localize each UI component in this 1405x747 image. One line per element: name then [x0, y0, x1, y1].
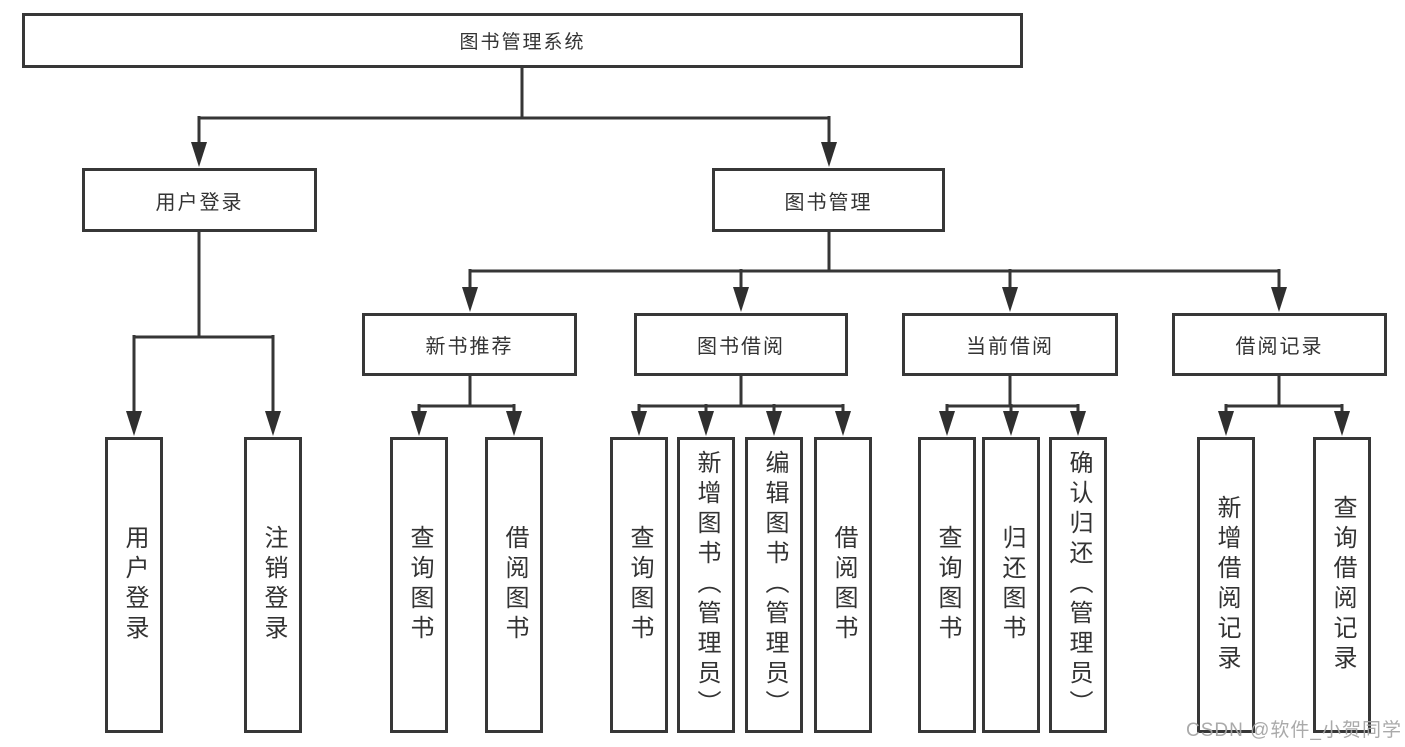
leaf-return-books: 归还图书	[982, 437, 1040, 733]
leaf-label: 借阅图书	[501, 525, 528, 645]
leaf-confirm-return-admin: 确认归还（管理员）	[1049, 437, 1107, 733]
leaf-borrow-books: 借阅图书	[814, 437, 872, 733]
leaf-user-login: 用户登录	[105, 437, 163, 733]
node-label: 图书借阅	[697, 336, 785, 358]
leaf-query-books-recommend: 查询图书	[390, 437, 448, 733]
node-label: 用户登录	[155, 191, 244, 214]
node-label: 借阅记录	[1235, 336, 1324, 358]
leaf-add-books-admin: 新增图书（管理员）	[677, 437, 735, 733]
leaf-query-books-current: 查询图书	[918, 437, 976, 733]
node-book-borrow: 图书借阅	[634, 313, 848, 376]
leaf-label: 查询图书	[934, 525, 961, 645]
leaf-query-borrow-record: 查询借阅记录	[1313, 437, 1371, 733]
leaf-add-borrow-record: 新增借阅记录	[1197, 437, 1255, 733]
leaf-label: 查询借阅记录	[1329, 495, 1356, 675]
leaf-label: 新增借阅记录	[1213, 495, 1240, 675]
leaf-label: 借阅图书	[830, 525, 857, 645]
node-label: 图书管理系统	[459, 32, 586, 53]
node-book-management: 图书管理	[712, 168, 945, 232]
leaf-borrow-books-recommend: 借阅图书	[485, 437, 543, 733]
csdn-watermark: CSDN @软件_小贺同学	[1186, 720, 1402, 741]
leaf-label: 归还图书	[998, 525, 1025, 645]
leaf-label: 确认归还（管理员）	[1065, 450, 1092, 720]
node-new-book-recommend: 新书推荐	[362, 313, 577, 376]
leaf-query-books-borrow: 查询图书	[610, 437, 668, 733]
node-user-login: 用户登录	[82, 168, 317, 232]
node-root-library-system: 图书管理系统	[22, 13, 1023, 68]
node-label: 当前借阅	[966, 336, 1054, 358]
leaf-label: 查询图书	[406, 525, 433, 645]
arrowhead-icons	[126, 142, 1350, 436]
leaf-logout: 注销登录	[244, 437, 302, 733]
node-label: 新书推荐	[425, 336, 514, 358]
node-borrow-records: 借阅记录	[1172, 313, 1387, 376]
node-label: 图书管理	[784, 191, 873, 214]
leaf-label: 注销登录	[260, 525, 287, 645]
leaf-label: 查询图书	[626, 525, 653, 645]
leaf-label: 编辑图书（管理员）	[761, 450, 788, 720]
leaf-label: 新增图书（管理员）	[693, 450, 720, 720]
leaf-label: 用户登录	[121, 525, 148, 645]
leaf-edit-books-admin: 编辑图书（管理员）	[745, 437, 803, 733]
node-current-borrow: 当前借阅	[902, 313, 1118, 376]
